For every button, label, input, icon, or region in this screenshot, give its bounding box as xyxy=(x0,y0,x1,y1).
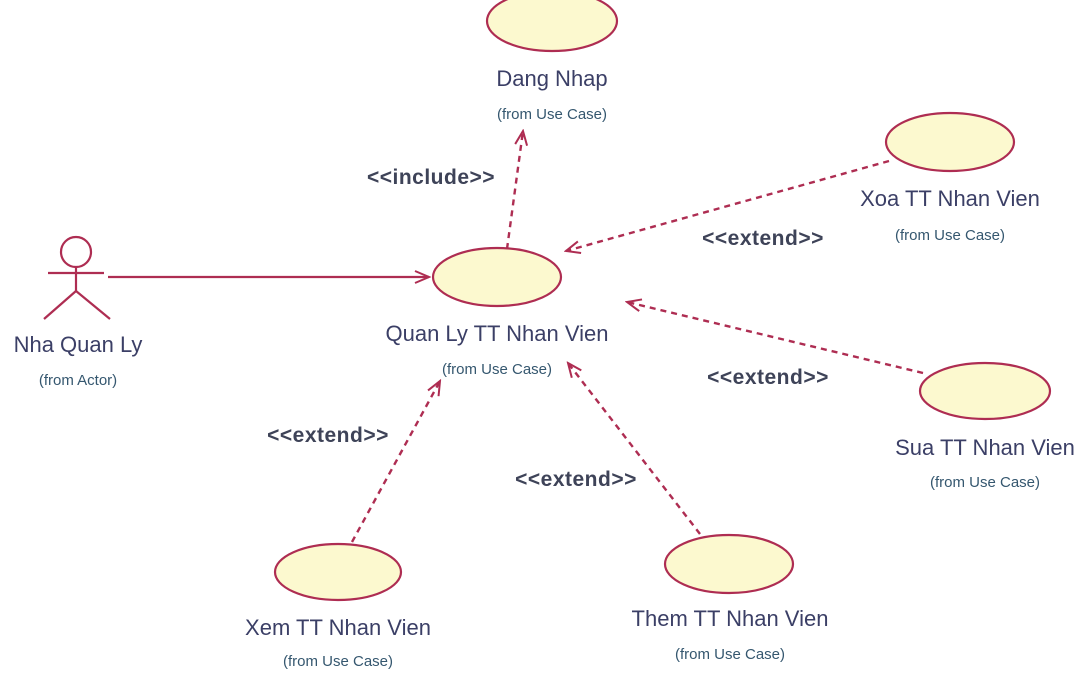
use-case-ellipse-xoa xyxy=(884,111,1016,173)
use-case-name-sua: Sua TT Nhan Vien xyxy=(895,435,1075,460)
extend-stereotype-label-sua: <<extend>> xyxy=(707,366,829,389)
extend-arrow-them-to-quan-ly xyxy=(568,363,701,535)
actor-leg-right xyxy=(75,290,111,320)
extend-arrow-xoa-to-quan-ly xyxy=(566,159,890,251)
use-case-ellipse-dang-nhap xyxy=(485,0,619,53)
actor-head xyxy=(59,235,93,269)
use-case-from-them: (from Use Case) xyxy=(674,646,786,663)
use-case-from-xoa: (from Use Case) xyxy=(894,227,1006,244)
use-case-ellipse-xem xyxy=(273,542,403,602)
use-case-name-quan-ly: Quan Ly TT Nhan Vien xyxy=(385,321,609,346)
extend-stereotype-label-xem: <<extend>> xyxy=(267,424,389,447)
use-case-name-dang-nhap: Dang Nhap xyxy=(496,66,608,91)
actor-from-label: (from Actor) xyxy=(38,372,118,389)
extend-arrow-xem-to-quan-ly xyxy=(350,381,440,543)
include-arrow-quan-ly-to-dang-nhap xyxy=(505,131,523,250)
use-case-ellipse-sua xyxy=(918,361,1052,421)
actor-figure xyxy=(43,235,111,320)
actor-leg-left xyxy=(43,290,77,320)
include-stereotype-label: <<include>> xyxy=(366,166,496,189)
use-case-ellipse-them xyxy=(663,533,795,595)
extend-arrow-sua-to-quan-ly xyxy=(627,302,924,375)
use-case-from-quan-ly: (from Use Case) xyxy=(441,361,553,378)
extend-stereotype-label-xoa: <<extend>> xyxy=(702,227,824,250)
use-case-from-sua: (from Use Case) xyxy=(929,474,1041,491)
use-case-name-them: Them TT Nhan Vien xyxy=(631,606,829,631)
use-case-from-dang-nhap: (from Use Case) xyxy=(496,106,608,123)
use-case-from-xem: (from Use Case) xyxy=(282,653,394,670)
use-case-name-xoa: Xoa TT Nhan Vien xyxy=(860,186,1040,211)
actor-name-label: Nha Quan Ly xyxy=(13,332,143,357)
extend-stereotype-label-them: <<extend>> xyxy=(515,468,637,491)
use-case-name-xem: Xem TT Nhan Vien xyxy=(245,615,431,640)
use-case-ellipse-quan-ly xyxy=(431,246,563,308)
